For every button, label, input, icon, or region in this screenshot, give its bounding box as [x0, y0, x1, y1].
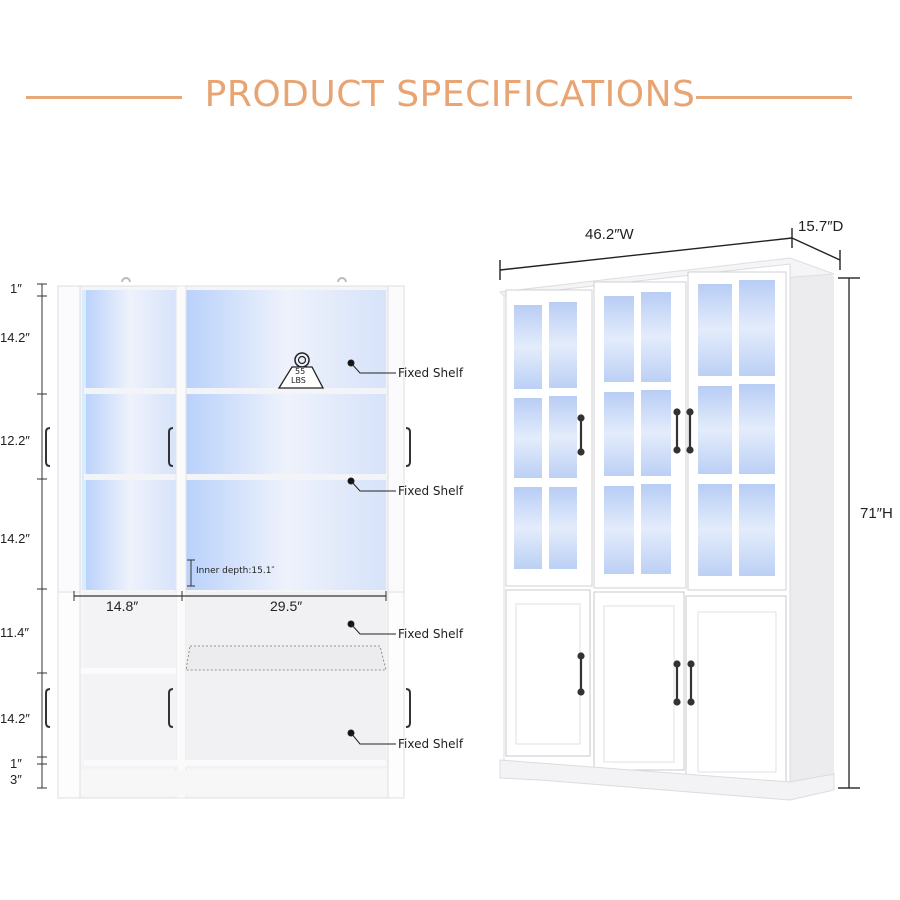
dim-upper-compartment-1: 14.2″ — [0, 330, 30, 345]
overall-depth-label: 15.7″D — [798, 218, 844, 235]
overall-height-label: 71″H — [860, 505, 893, 522]
dim-left-width: 14.8″ — [106, 598, 139, 614]
dim-upper-compartment-2: 12.2″ — [0, 433, 30, 448]
inner-depth-label: Inner depth:15.1″ — [196, 566, 275, 576]
dim-base: 3″ — [10, 772, 22, 787]
fixed-shelf-callout-1: Fixed Shelf — [398, 366, 464, 380]
dim-right-width: 29.5″ — [270, 598, 303, 614]
page-title: PRODUCT SPECIFICATIONS — [204, 74, 696, 115]
dim-lower-compartment-1: 11.4″ — [0, 625, 29, 640]
dim-lower-compartment-2: 14.2″ — [0, 711, 30, 726]
weight-capacity-value: 55 — [295, 367, 306, 376]
fixed-shelf-callout-3: Fixed Shelf — [398, 627, 464, 641]
dim-upper-compartment-3: 14.2″ — [0, 531, 30, 546]
fixed-shelf-callout-4: Fixed Shelf — [398, 737, 464, 751]
dim-top-trim: 1″ — [10, 281, 22, 296]
dim-bottom-panel: 1″ — [10, 756, 22, 771]
title-rule-right — [696, 96, 852, 99]
title-rule-left — [26, 96, 182, 99]
weight-capacity-unit: LBS — [291, 376, 306, 385]
overall-width-label: 46.2″W — [585, 226, 634, 243]
fixed-shelf-callout-2: Fixed Shelf — [398, 484, 464, 498]
